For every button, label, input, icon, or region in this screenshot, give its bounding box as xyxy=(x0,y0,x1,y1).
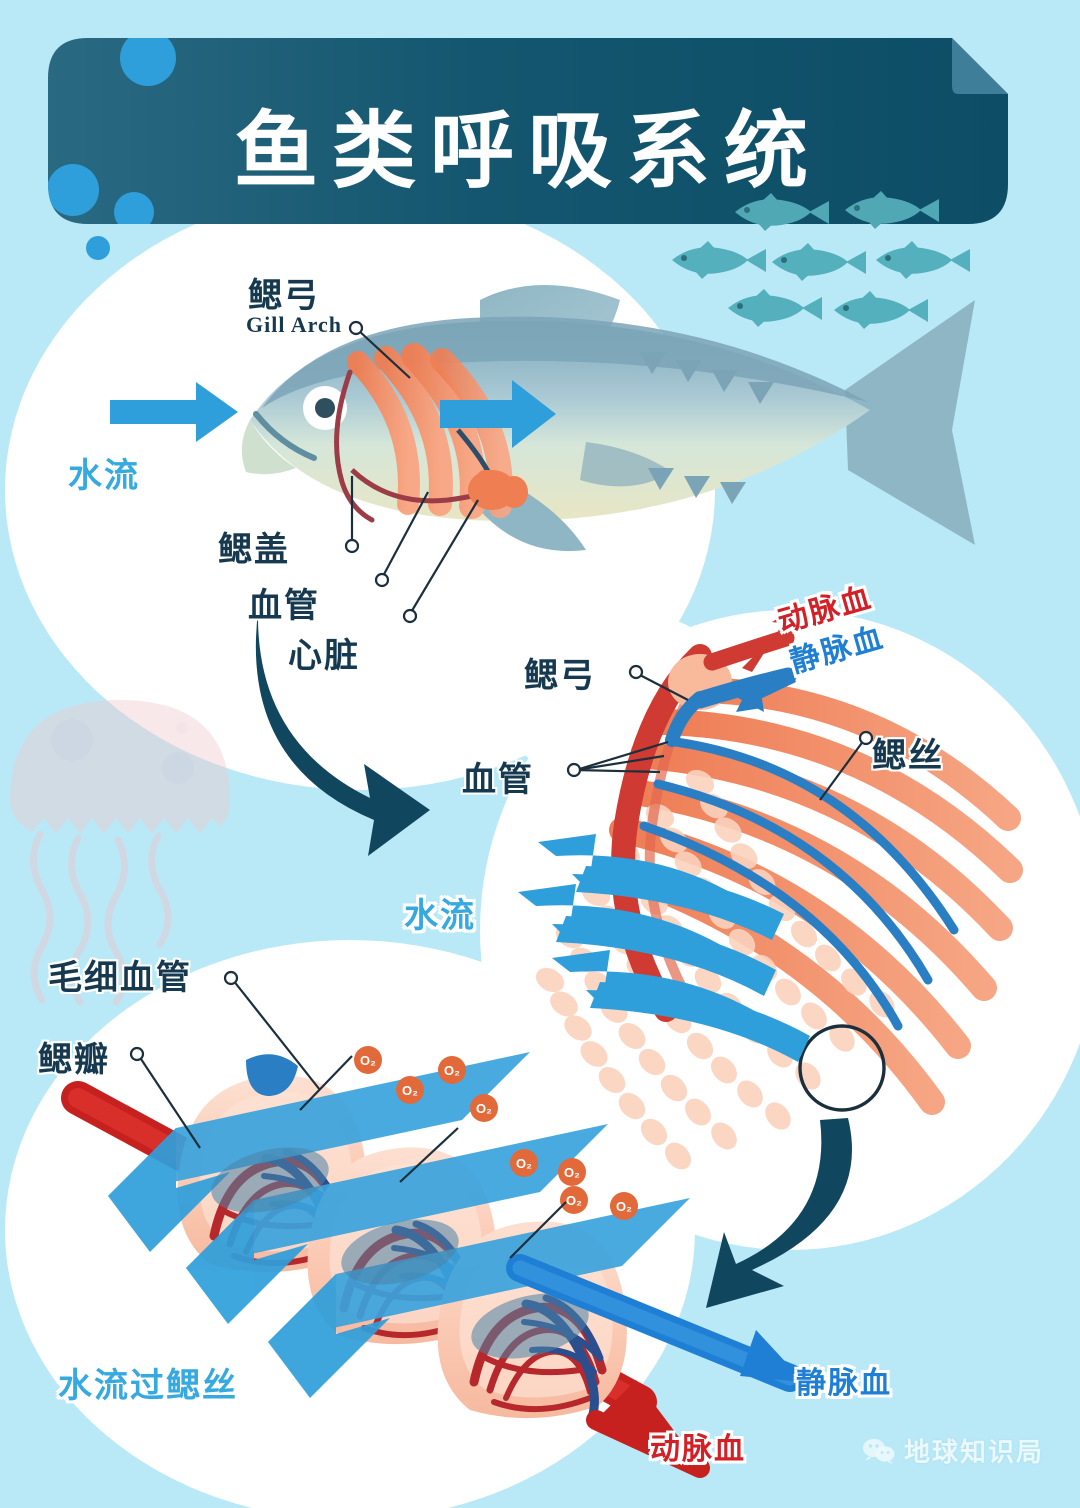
label-blood-vessel-filament: 血管 xyxy=(462,761,534,799)
label-lamella: 鳃瓣 xyxy=(38,1041,110,1079)
svg-text:O₂: O₂ xyxy=(516,1156,532,1171)
fish-tail xyxy=(845,300,975,545)
svg-text:O₂: O₂ xyxy=(476,1101,492,1116)
artery-vessel xyxy=(703,629,795,671)
vein-shaft-highlight xyxy=(512,1260,798,1386)
water-sheet-arrows xyxy=(108,1052,690,1398)
svg-text:O₂: O₂ xyxy=(616,1199,632,1214)
lamella-leader-lines xyxy=(129,970,567,1259)
gill-filament-illustration xyxy=(518,608,1023,1170)
label-water-over-filament: 水流过鳃丝 xyxy=(58,1367,238,1405)
connector-arrow-2 xyxy=(706,1118,852,1308)
filament-water-arrow-bars xyxy=(556,866,810,1062)
fish-heart xyxy=(468,470,528,510)
vein-branch xyxy=(665,691,707,747)
label-heart: 心脏 xyxy=(288,637,360,675)
fish-leader-lines xyxy=(344,320,479,624)
label-gill-arch-filament: 鳃弓 xyxy=(524,657,596,695)
page-title: 鱼类呼吸系统 xyxy=(233,104,822,198)
watermark: 地球知识局 xyxy=(862,1432,1044,1469)
fish-jaw-line xyxy=(253,411,317,461)
fish-pelvic-fin xyxy=(580,442,672,487)
lamella-illustration: O₂ O₂ O₂ O₂ O₂ O₂ O₂ O₂ xyxy=(61,970,804,1478)
label-operculum: 鳃盖 xyxy=(218,531,290,569)
label-water-flow-fish: 水流 xyxy=(68,457,140,495)
svg-text:O₂: O₂ xyxy=(566,1193,582,1208)
banner-bubbles xyxy=(48,38,176,224)
lamella-shadow xyxy=(211,1147,589,1359)
vein-arrowhead xyxy=(740,1330,804,1382)
gill-arch-spine-artery xyxy=(611,644,712,1022)
small-fish-school xyxy=(672,191,970,329)
label-gill-arch-en: Gill Arch xyxy=(246,312,342,337)
label-gill-arch-cn: 鳃弓 xyxy=(248,277,320,315)
magnifier-circle xyxy=(798,1024,886,1112)
banner-bubble-outside xyxy=(86,236,110,260)
fish-finlets-dorsal xyxy=(640,352,774,404)
svg-text:O₂: O₂ xyxy=(564,1165,580,1180)
label-water-flow-filament: 水流 xyxy=(404,897,476,935)
title-banner-shape xyxy=(48,38,1008,260)
blood-direction-arrows xyxy=(736,608,796,712)
water-in-arrow xyxy=(110,382,238,442)
connector-arrow-1 xyxy=(255,612,430,856)
title-banner: 鱼类呼吸系统 xyxy=(48,38,1008,224)
jellyfish-decoration xyxy=(10,700,230,1006)
svg-text:O₂: O₂ xyxy=(444,1063,460,1078)
wechat-icon xyxy=(863,1438,895,1464)
watermark-text: 地球知识局 xyxy=(904,1437,1045,1467)
label-blood-vessel-fish: 血管 xyxy=(248,587,320,625)
label-venous-blood-bottom: 静脉血 xyxy=(796,1367,892,1400)
fish-back-shade xyxy=(262,316,868,408)
water-out-arrow xyxy=(440,380,556,448)
label-arterial-blood-bottom: 动脉血 xyxy=(650,1433,746,1466)
fish-anatomy-illustration xyxy=(110,285,975,552)
filament-vein-lines xyxy=(639,737,959,1031)
svg-text:O₂: O₂ xyxy=(402,1083,418,1098)
filament-leader-lines xyxy=(566,664,874,801)
svg-text:O₂: O₂ xyxy=(360,1053,376,1068)
operculum-outline xyxy=(334,369,375,523)
artery-arrowhead xyxy=(596,1380,690,1452)
oxygen-molecules: O₂ O₂ O₂ O₂ O₂ O₂ O₂ O₂ xyxy=(354,1046,638,1220)
label-capillary: 毛细血管 xyxy=(48,959,192,997)
fish-mouth xyxy=(241,420,296,475)
lamella-blue-cap xyxy=(246,1054,298,1096)
label-gill-filament: 鳃丝 xyxy=(872,737,944,775)
